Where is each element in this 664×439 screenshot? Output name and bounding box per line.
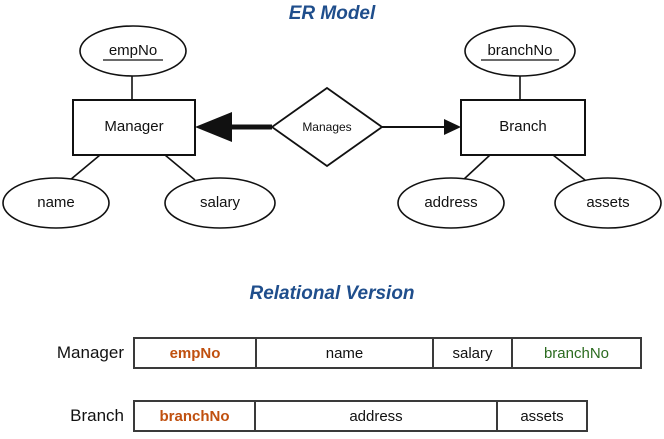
thick-arrow-to-manager [195, 112, 272, 142]
relational-version-title: Relational Version [249, 283, 415, 304]
column-manager-salary[interactable]: salary [434, 339, 513, 367]
attribute-ellipse-address [397, 177, 505, 229]
attribute-ellipse-branchno [464, 25, 576, 77]
thin-arrow-to-branch [382, 119, 461, 135]
connector-salary-manager [164, 154, 196, 181]
relation-name-manager: Manager [56, 343, 124, 362]
entity-box-branch [460, 99, 586, 156]
column-branch-address[interactable]: address [256, 402, 498, 430]
column-manager-name[interactable]: name [257, 339, 434, 367]
relation-row-manager: Manager empNo name salary branchNo [0, 337, 642, 369]
attribute-ellipse-name [2, 177, 110, 229]
attribute-connectors [69, 76, 586, 181]
column-branch-branchno[interactable]: branchNo [135, 402, 256, 430]
relation-table-branch: branchNo address assets [133, 400, 588, 432]
entity-box-manager [72, 99, 196, 156]
attribute-ellipse-assets [554, 177, 662, 229]
column-branch-assets[interactable]: assets [520, 407, 564, 425]
attribute-ellipse-salary [164, 177, 276, 229]
column-manager-empno[interactable]: empNo [135, 339, 257, 367]
er-model-title: ER Model [288, 3, 376, 24]
attribute-ellipse-empno [79, 25, 187, 77]
attribute-ellipses [2, 25, 662, 229]
relation-row-branch: Branch branchNo address assets [0, 400, 588, 432]
relationship-diamond-manages [270, 86, 384, 168]
connector-name-manager [69, 154, 101, 181]
connector-assets-branch [552, 154, 586, 181]
relation-table-manager: empNo name salary branchNo [133, 337, 642, 369]
connector-address-branch [462, 154, 491, 181]
column-manager-branchno[interactable]: branchNo [543, 344, 610, 362]
relation-name-branch: Branch [70, 406, 124, 425]
